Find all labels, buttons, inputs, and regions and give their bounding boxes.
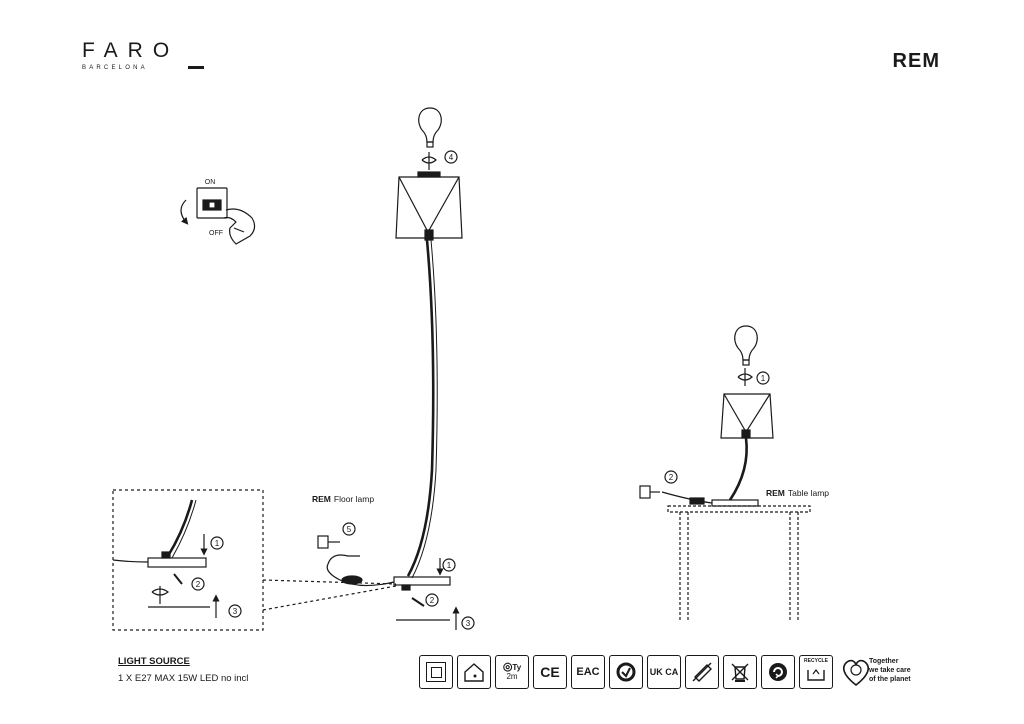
step-detail-tighten: 3 [233,607,238,616]
floor-lamp-shade [395,171,463,241]
step-table-bulb: 1 [761,374,766,383]
step-floor-bulb: 4 [449,153,454,162]
class-ii-icon [419,655,453,689]
table-illustration [667,505,811,620]
product-title: REM [892,50,940,72]
cable-length-text: 2m [506,672,518,681]
switch-on-label: ON [205,179,216,186]
recycle-box-icon: RECYCLE [799,655,833,689]
table-lamp-shade [720,393,774,439]
switch-off-label: OFF [209,230,223,237]
table-lamp-brand: REM [766,488,785,498]
planet-slogan-line: we take care [869,667,911,674]
planet-slogan-line: of the planet [869,676,911,683]
brand-subtitle: BARCELONA [82,65,148,71]
planet-heart-icon [839,655,873,689]
floor-lamp-base [393,576,451,591]
table-bulb-icon [734,325,758,366]
step-floor-screw: 2 [430,596,435,605]
no-cover-icon [685,655,719,689]
step-detail-screw: 2 [196,580,201,589]
brand-logo: FARO BARCELONA [82,40,206,72]
test-mark-icon [609,655,643,689]
light-source-spec: 1 X E27 MAX 15W LED no incl [118,673,249,684]
step-floor-tighten: 3 [466,619,471,628]
step-floor-base: 1 [447,561,452,570]
brand-name: FARO [82,39,180,62]
light-source-title: LIGHT SOURCE [118,656,190,667]
floor-lamp-brand: REM [312,494,331,504]
cable-type-icon: ◎Ty 2m [495,655,529,689]
cable-type-text: Ty [512,663,522,672]
planet-slogan: Together we take care of the planet [869,657,911,684]
weee-bin-icon [723,655,757,689]
recycle-box-text: RECYCLE [804,658,828,664]
floor-bulb-icon [418,107,442,148]
eac-mark-icon: EAC [571,655,605,689]
step-detail-base: 1 [215,539,220,548]
step-table-plug: 2 [669,473,674,482]
indoor-use-icon [457,655,491,689]
ukca-mark-icon: UK CA [647,655,681,689]
ce-mark-icon: CE [533,655,567,689]
brand-bar [188,66,204,69]
planet-slogan-line: Together [869,658,899,665]
switch-illustration [180,187,256,245]
recycle-icon [761,655,795,689]
floor-lamp-type: Floor lamp [334,494,374,504]
step-floor-plug: 5 [347,525,352,534]
table-lamp-type: Table lamp [788,488,829,498]
